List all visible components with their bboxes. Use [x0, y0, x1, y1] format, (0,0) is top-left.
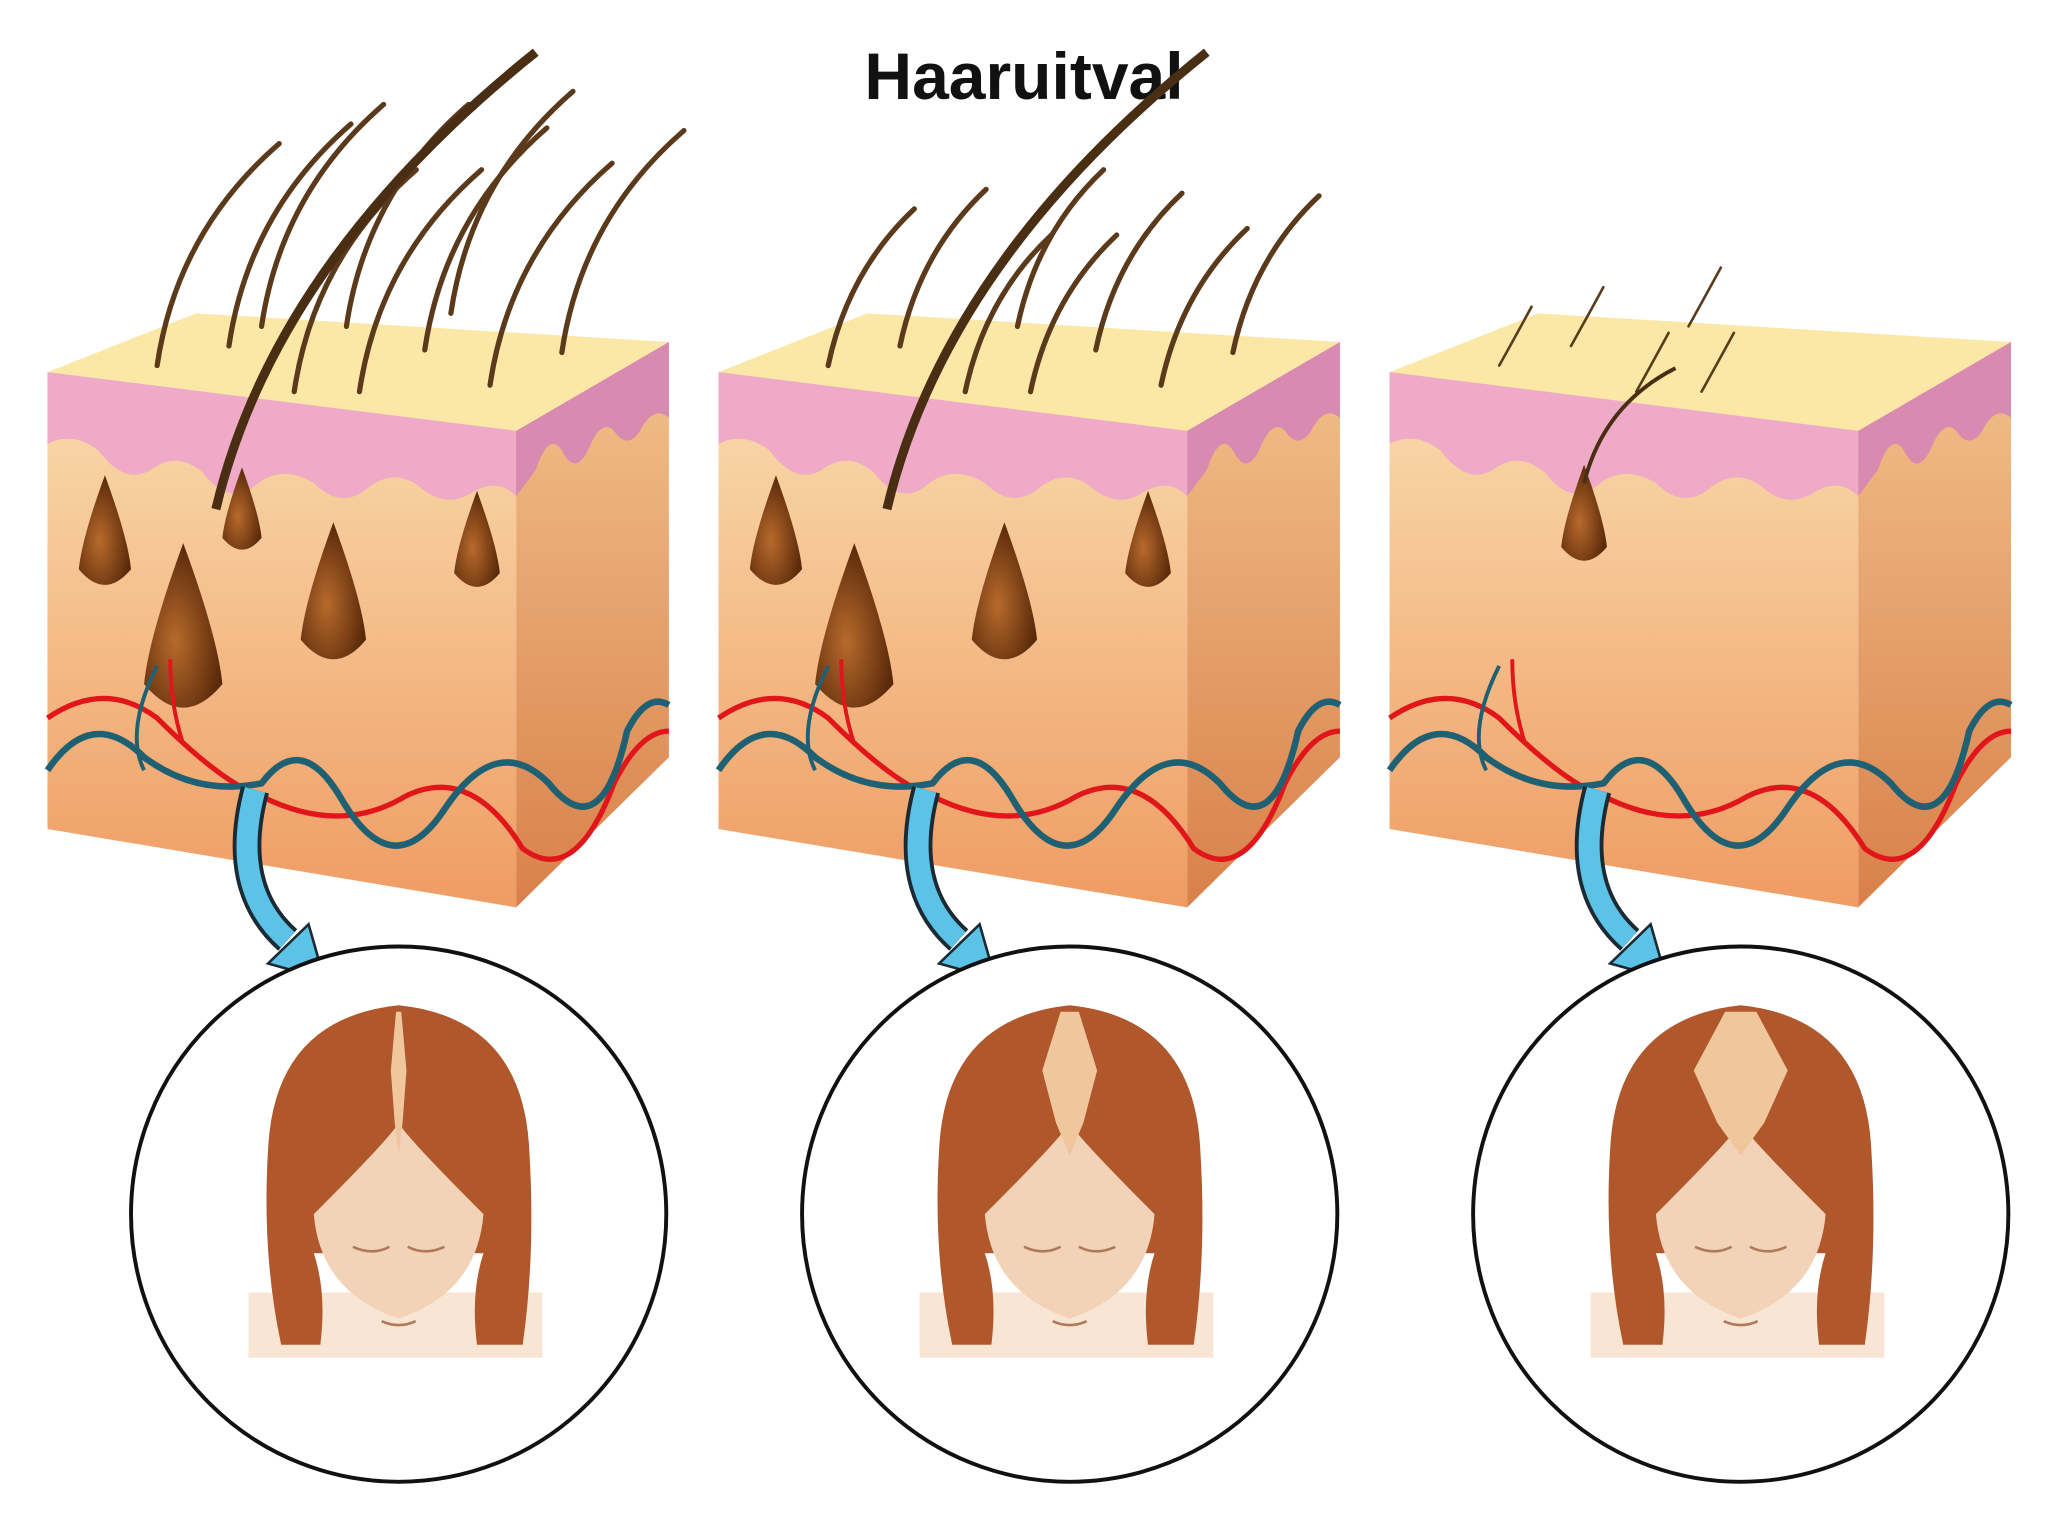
hair-strand	[154, 140, 282, 369]
vein	[44, 698, 671, 849]
vein-branch	[805, 664, 830, 772]
arrow-icon	[907, 787, 966, 948]
artery	[1388, 695, 2012, 862]
hair-shaft	[211, 48, 539, 511]
arrow-icon	[236, 787, 295, 948]
epidermis-side	[1187, 342, 1340, 497]
artery-branch	[1510, 659, 1528, 745]
arrow-icon	[1578, 787, 1637, 948]
hair-follicle	[144, 543, 223, 708]
artery-branch	[168, 659, 186, 745]
hair-follicle	[454, 490, 500, 587]
dermis-side	[516, 342, 669, 908]
vein	[1386, 698, 2013, 849]
hair-strand	[422, 125, 550, 353]
vein-branch	[134, 664, 159, 772]
skin-block-stage-3	[1386, 266, 2013, 1484]
hair-strand	[226, 121, 354, 349]
hair-follicle	[78, 475, 132, 585]
hair-shaft	[882, 48, 1210, 511]
skin-surface	[47, 313, 669, 431]
hair-follicle	[815, 543, 894, 708]
artery	[45, 695, 670, 862]
skin-surface	[1389, 313, 2011, 431]
hair-strand	[1497, 305, 1533, 367]
hair-follicle	[300, 522, 367, 660]
epidermis-front	[1389, 372, 1859, 500]
hair-strand	[1093, 190, 1185, 353]
dermis-side	[1858, 342, 2011, 908]
artery-branch	[839, 659, 857, 745]
epidermis-front	[47, 372, 517, 500]
vein	[715, 698, 1342, 849]
hair-strand	[1634, 331, 1670, 393]
facial-features	[1694, 1245, 1787, 1327]
hair-strand	[1014, 167, 1107, 329]
hair-follicle	[222, 467, 262, 550]
scalp-part	[1693, 1011, 1788, 1156]
skin-block-stage-1	[44, 48, 687, 1484]
artery	[717, 695, 1341, 862]
hair-follicle	[1125, 490, 1171, 587]
hair-strand	[559, 127, 687, 356]
hair-shaft	[1582, 366, 1677, 484]
skin-surface	[718, 313, 1340, 431]
facial-features	[352, 1245, 445, 1327]
face	[313, 1122, 484, 1319]
hair-strand	[1230, 193, 1322, 356]
hair-strand	[258, 101, 387, 329]
hair-strand	[1158, 225, 1250, 388]
hair-strand	[1700, 331, 1736, 393]
hair-strand	[897, 186, 989, 349]
face	[1655, 1122, 1826, 1319]
hair-strand	[1687, 266, 1723, 328]
vein-branch	[1476, 664, 1501, 772]
hair-strand	[487, 160, 615, 388]
hair-strand	[1569, 285, 1605, 348]
epidermis-side	[1858, 342, 2011, 497]
hair-follicle	[971, 522, 1038, 660]
hair-strand	[356, 167, 485, 395]
page-title: Haaruitval	[864, 39, 1184, 113]
face	[984, 1122, 1155, 1319]
hair-strand	[448, 88, 576, 316]
epidermis-side	[516, 342, 669, 497]
facial-features	[1023, 1245, 1116, 1327]
hair-strand	[962, 232, 1055, 395]
hair-strand	[825, 206, 917, 369]
hair-follicle	[1561, 464, 1607, 561]
epidermis-front	[718, 372, 1188, 500]
hair-follicle	[749, 475, 803, 585]
hair-strand	[1027, 232, 1120, 395]
scalp-part	[390, 1011, 407, 1156]
dermis-side	[1187, 342, 1340, 908]
scalp-part	[1042, 1011, 1098, 1156]
skin-block-stage-2	[715, 48, 1342, 1484]
